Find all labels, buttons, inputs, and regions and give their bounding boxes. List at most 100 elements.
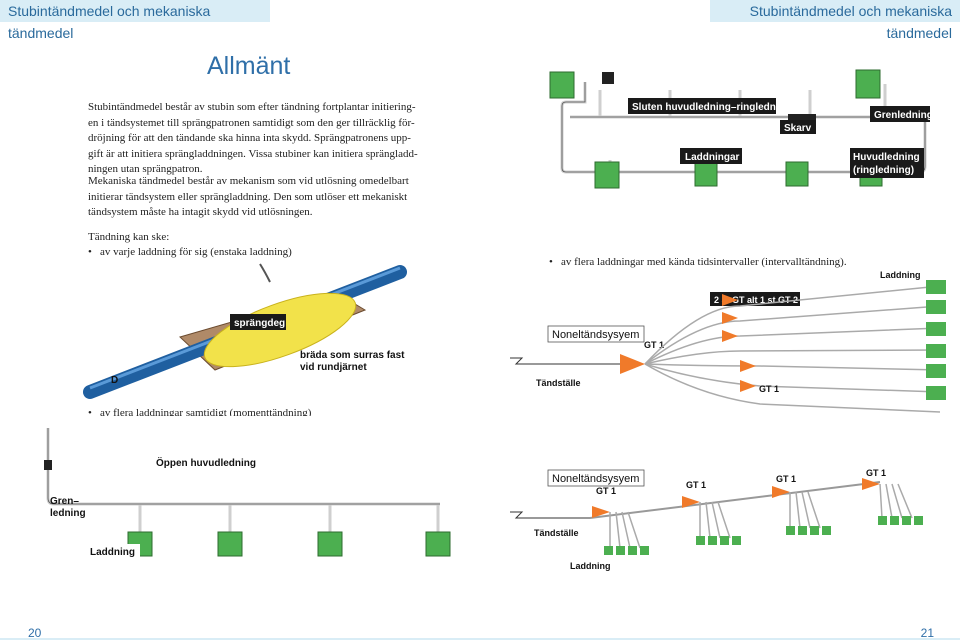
charge-blocks (604, 516, 923, 555)
charge-icon (708, 536, 717, 545)
charge-icon (810, 526, 819, 535)
charge-icon (720, 536, 729, 545)
charge-label-box (88, 544, 140, 558)
connector-arrow (722, 294, 738, 306)
connector-arrow (722, 330, 738, 342)
igniter-icon (602, 72, 614, 84)
header-right-title: Stubintändmedel och mekaniska tändmedel (710, 0, 960, 41)
open-title-label: Öppen huvudledning (156, 456, 256, 469)
splice-icon (788, 114, 816, 120)
charge-icon (798, 526, 807, 535)
igniter-icon (44, 460, 52, 470)
nonel-interval-diagram: Laddning 2 st GT alt 1 st GT 2 Noneltänd… (510, 270, 946, 413)
connector-arrow (722, 312, 738, 324)
paragraph-mechanical: Mekaniska tändmedel består av mekanism s… (88, 175, 409, 218)
charge-icon (890, 516, 899, 525)
explosive-label: sprängdeg (234, 318, 285, 329)
board-label: bräda som surras fast (300, 350, 405, 361)
igniter-symbol (510, 357, 528, 365)
gt1-label-c: GT 1 (776, 474, 796, 484)
header-left-title: Stubintändmedel och mekaniska tändmedel (0, 0, 270, 41)
charge-on-bar-diagram: sprängdeg bräda som surras fast vid rund… (83, 263, 407, 399)
gt1-label-a: GT 1 (644, 340, 664, 350)
splice-label: Skarv (784, 123, 812, 134)
system-label-box (547, 325, 645, 343)
gt-combo-label: 2 st GT alt 1 st GT 2 (714, 295, 798, 305)
charge-icon (425, 531, 451, 557)
explosive-label-box (230, 314, 286, 330)
open-title-box (150, 456, 250, 470)
charge-icon (732, 536, 741, 545)
charge-icon (217, 531, 243, 557)
charge-icon (926, 344, 946, 358)
charge-icon (694, 161, 718, 187)
charge-icon (628, 546, 637, 555)
bottom-rule (0, 638, 960, 640)
open-line-diagram: Öppen huvudledning Gren– ledning Laddnin… (44, 428, 451, 558)
branch-label-box (870, 106, 930, 122)
charge-icon (317, 531, 343, 557)
charge-icon (616, 546, 625, 555)
charge-icon (926, 280, 946, 294)
charge-icon (855, 69, 881, 99)
nonel-groups-diagram: Noneltändsysyem GT 1 GT 1 GT 1 GT 1 Tänd… (510, 468, 923, 571)
charge-label: Laddning (90, 547, 135, 558)
charge-icon (604, 546, 613, 555)
branch-label-2: ledning (50, 508, 86, 519)
paragraph-stubin: Stubintändmedel består av stubin som eft… (88, 101, 418, 175)
main-label-box (850, 148, 924, 178)
branch-label-1: Gren– (50, 496, 79, 507)
page-number-left: 20 (28, 626, 42, 640)
igniter-label: Tändställe (534, 528, 579, 538)
charge-icon (785, 161, 809, 187)
charge-icon (640, 546, 649, 555)
connector-arrows (722, 294, 756, 392)
ring-line-diagram: Sluten huvudledning–ringledning Skarv Gr… (549, 69, 933, 189)
charge-icon (786, 526, 795, 535)
charges-label-box (680, 148, 742, 164)
connector-arrow (772, 486, 790, 498)
charge-blocks (926, 280, 946, 400)
ring-title-box (628, 98, 776, 114)
charge-blocks (549, 69, 883, 189)
paragraph-ignition-intro: Tändning kan ske: (88, 231, 170, 243)
bullet-interval: •av flera laddningar med kända tidsinter… (549, 256, 847, 268)
charge-icon (902, 516, 911, 525)
connector-arrow (862, 478, 880, 490)
charge-icon (822, 526, 831, 535)
connector-arrow (682, 496, 700, 508)
system-label: Noneltändsysyem (552, 473, 639, 485)
fuse-line (259, 263, 271, 283)
charge-icon (914, 516, 923, 525)
system-label-box (547, 469, 645, 487)
charge-icon (549, 71, 575, 99)
charges-label: Laddningar (685, 152, 740, 163)
bullet-interval-text: av flera laddningar med kända tidsinterv… (561, 256, 847, 268)
branch-label: Grenledning (874, 110, 933, 121)
charge-label: Laddning (880, 270, 921, 280)
gt1-label-b: GT 1 (686, 480, 706, 490)
charge-icon (926, 300, 946, 314)
page-title: Allmänt (207, 52, 291, 80)
system-label: Noneltändsysyem (552, 329, 639, 341)
main-sub-label: (ringledning) (853, 165, 914, 176)
charge-blocks (127, 531, 451, 557)
gt1-label-b: GT 1 (759, 384, 779, 394)
page-number-right: 21 (920, 626, 934, 640)
main-label: Huvudledning (853, 152, 920, 163)
charge-icon (594, 161, 620, 189)
connector-arrow (740, 360, 756, 372)
connector-arrow (740, 380, 756, 392)
bullet-momentary-text: av flera laddningar samtidigt (momenttän… (100, 407, 312, 416)
connector-arrows (592, 478, 880, 518)
diameter-label: D (111, 375, 118, 386)
bullet-single-text: av varje laddning för sig (enstaka laddn… (100, 246, 292, 258)
ring-title-label: Sluten huvudledning–ringledning (632, 102, 791, 113)
igniter-label: Tändställe (536, 378, 581, 388)
connector-arrow (592, 506, 610, 518)
bullet-momentary: •av flera laddningar samtidigt (momenttä… (88, 406, 311, 416)
branch-lines (644, 285, 941, 413)
igniter-symbol (510, 511, 528, 519)
charge-icon (926, 322, 946, 336)
gt1-label-d: GT 1 (866, 468, 886, 478)
